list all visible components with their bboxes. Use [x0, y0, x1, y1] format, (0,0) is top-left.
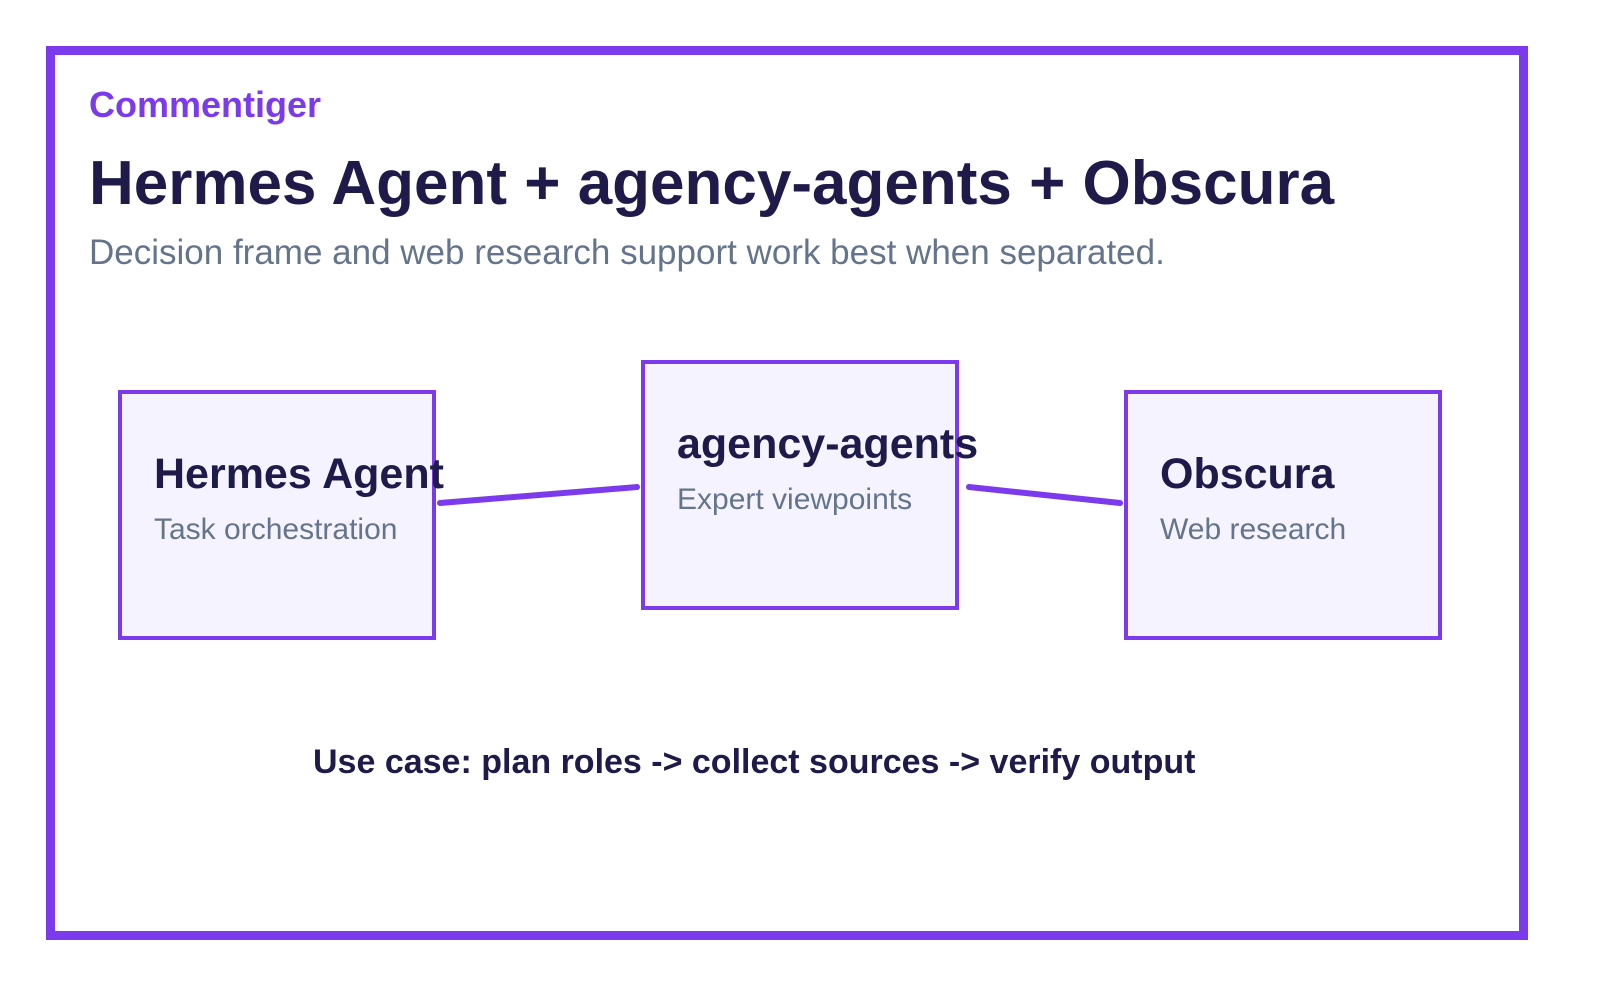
node-subtitle: Expert viewpoints: [677, 483, 913, 516]
node-hermes-agent: Hermes Agent Task orchestration: [118, 390, 444, 640]
node-title: Hermes Agent: [154, 450, 444, 498]
node-obscura: Obscura Web research: [1124, 390, 1442, 640]
node-agency-agents: agency-agents Expert viewpoints: [641, 360, 978, 610]
node-title: Obscura: [1160, 450, 1335, 498]
use-case-caption: Use case: plan roles -> collect sources …: [313, 743, 1196, 781]
page-subtitle: Decision frame and web research support …: [89, 233, 1165, 272]
brand-label: Commentiger: [89, 84, 322, 125]
page-title: Hermes Agent + agency-agents + Obscura: [89, 149, 1335, 218]
node-subtitle: Web research: [1160, 513, 1347, 546]
node-subtitle: Task orchestration: [154, 513, 398, 546]
node-title: agency-agents: [677, 420, 979, 468]
